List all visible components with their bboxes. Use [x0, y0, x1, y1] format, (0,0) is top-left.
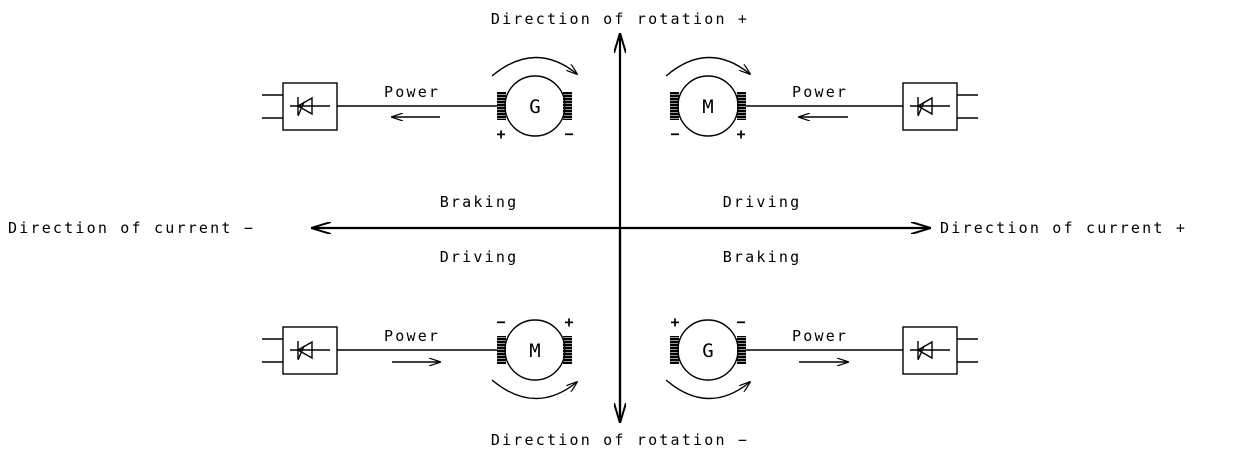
machine-symbol: G	[702, 340, 713, 362]
machine-symbol: M	[529, 340, 540, 362]
generator-icon: G	[497, 75, 572, 137]
thyristor-converter-icon	[902, 326, 978, 375]
rotation-negative-label: Direction of rotation −	[491, 431, 749, 449]
rotation-positive-label: Direction of rotation +	[491, 10, 749, 28]
quadrant-bottom-left-label: Driving	[440, 248, 519, 266]
current-negative-label: Direction of current −	[8, 219, 255, 237]
power-label: Power	[792, 83, 848, 101]
pole-plus: +	[670, 313, 679, 331]
machine-symbol: M	[702, 96, 713, 118]
quadrant-top-right-label: Driving	[723, 193, 802, 211]
motor-icon: M	[670, 75, 746, 137]
current-positive-label: Direction of current +	[940, 219, 1187, 237]
generator-icon: G	[670, 319, 746, 381]
top-right-drive: M − + Power	[665, 56, 978, 143]
rotation-arrow	[665, 379, 750, 400]
pole-minus: −	[670, 125, 679, 143]
top-left-drive: Power G + −	[262, 56, 577, 143]
pole-minus: −	[564, 125, 573, 143]
quadrant-top-left-label: Braking	[440, 193, 519, 211]
thyristor-converter-icon	[262, 326, 338, 375]
power-label: Power	[384, 83, 440, 101]
power-label: Power	[792, 327, 848, 345]
power-label: Power	[384, 327, 440, 345]
quadrant-bottom-right-label: Braking	[723, 248, 802, 266]
pole-minus: −	[736, 313, 745, 331]
bottom-left-drive: Power M − +	[262, 313, 577, 400]
rotation-arrow	[491, 56, 577, 77]
rotation-arrow	[665, 56, 750, 77]
motor-icon: M	[497, 319, 572, 381]
rotation-arrow	[491, 379, 577, 400]
pole-plus: +	[564, 313, 573, 331]
thyristor-converter-icon	[902, 82, 978, 131]
thyristor-converter-icon	[262, 82, 338, 131]
bottom-right-drive: G + − Power	[665, 313, 978, 400]
machine-symbol: G	[529, 96, 540, 118]
pole-minus: −	[496, 313, 505, 331]
pole-plus: +	[496, 125, 505, 143]
pole-plus: +	[736, 125, 745, 143]
